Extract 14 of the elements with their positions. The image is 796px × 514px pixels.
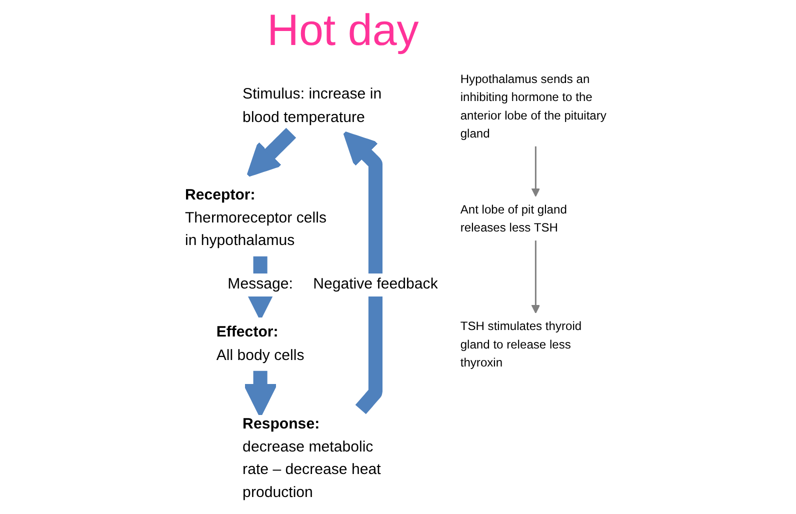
node-text: Stimulus: increase in blood temperature [242,86,382,126]
node-text: Response: decrease metabolic rate – decrease heat production [242,416,381,500]
node-text: Hypothalamus sends an inhibiting hormone to the anterior lobe of the pituitary gland [460,72,606,140]
arrow [343,131,382,416]
node-text: Receptor: Thermoreceptor cells in hypothalamus [184,186,326,249]
title: Hot day [267,6,419,56]
arrow [531,146,540,197]
edge-label: Negative feedback [313,275,438,293]
edge-label: Message: [228,275,293,293]
node-text: Effector: All body cells [216,324,304,364]
arrow [246,127,297,178]
node-text: TSH stimulates thyroid gland to release less thyroxin [460,319,582,370]
node-text: Ant lobe of pit gland releases less TSH [460,202,567,235]
arrow [531,240,540,314]
